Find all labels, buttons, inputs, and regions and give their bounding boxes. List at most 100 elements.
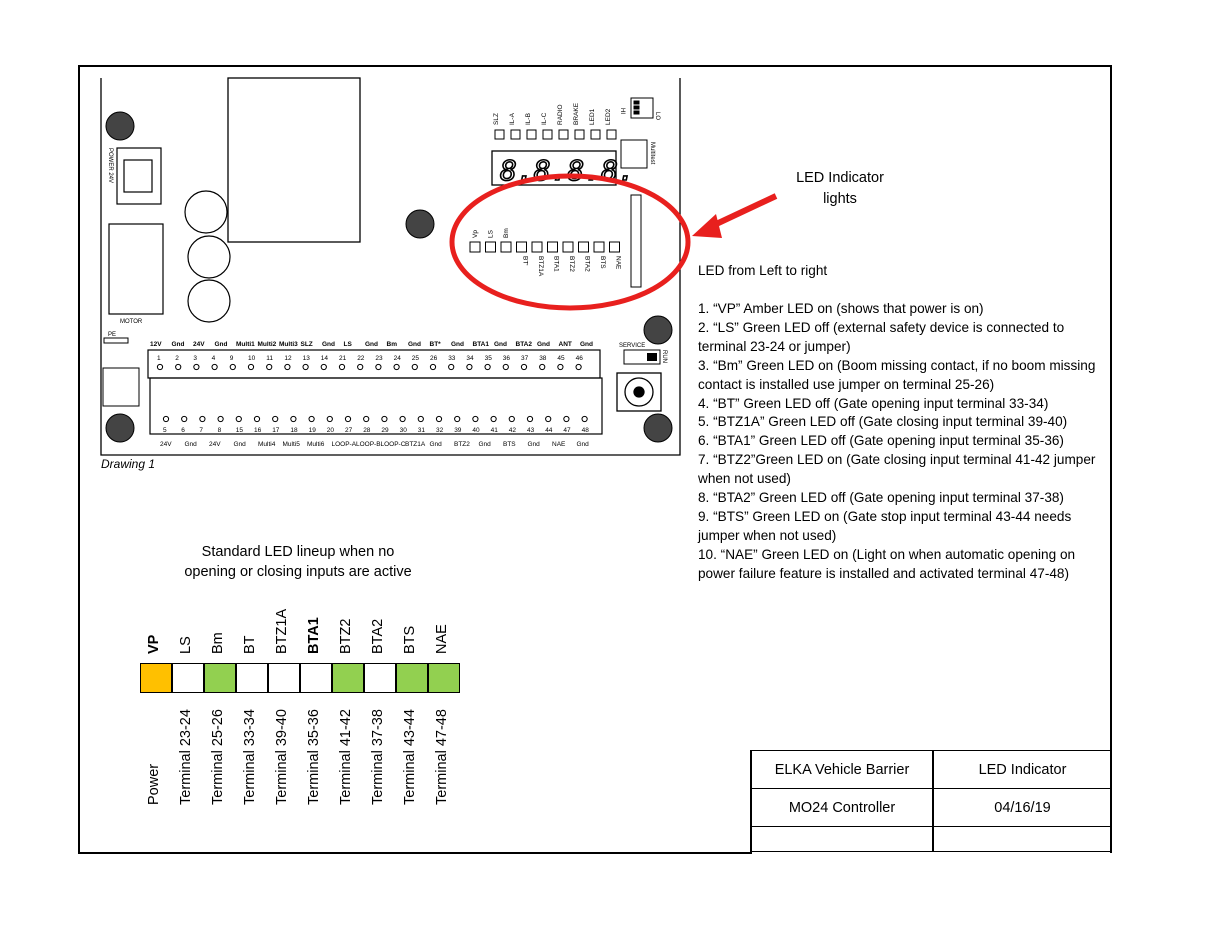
description-item: 3. “Bm” Green LED on (Boom missing conta… — [698, 357, 1096, 392]
top-terminal-name: Gnd — [580, 341, 593, 348]
indicator-led-label: NAE — [615, 256, 622, 270]
top-terminal-number: 2 — [175, 355, 179, 362]
top-terminal-number: 4 — [212, 355, 216, 362]
status-led-label: RADIO — [557, 104, 564, 125]
bottom-terminal-name: Gnd — [185, 441, 198, 448]
lineup-led-name: BTZ2 — [338, 618, 354, 654]
bottom-terminal-name: Multi6 — [307, 441, 325, 448]
lineup-terminal-label: Terminal 47-48 — [434, 709, 450, 805]
bottom-terminal-name: LOOP-C — [381, 441, 406, 448]
status-led-label: LED2 — [605, 108, 612, 125]
bottom-terminal-number: 17 — [272, 427, 280, 434]
lineup-led-name: BTZ1A — [274, 608, 290, 654]
lineup-led-name: BTS — [402, 625, 418, 654]
status-led — [542, 129, 553, 140]
lineup-led-cell — [332, 663, 364, 693]
top-terminal-name: SLZ — [301, 341, 313, 348]
bottom-terminal-name: Multi4 — [258, 441, 276, 448]
indicator-led — [469, 241, 481, 253]
status-led — [574, 129, 585, 140]
bottom-terminal-number: 29 — [381, 427, 389, 434]
status-led — [526, 129, 537, 140]
bottom-terminal-number: 41 — [491, 427, 499, 434]
bottom-terminal-number: 44 — [545, 427, 553, 434]
bottom-terminal-name: LOOP-B — [356, 441, 381, 448]
status-led-label: IL-C — [541, 112, 548, 125]
bottom-terminal-name: NAE — [552, 441, 566, 448]
bottom-terminal-name: Gnd — [234, 441, 247, 448]
motor-label: MOTOR — [120, 319, 143, 325]
top-terminal-name: Multi3 — [279, 341, 298, 348]
indicator-led-label: BTS — [599, 256, 606, 269]
title-block-drawing-title: LED Indicator — [932, 750, 1112, 789]
bottom-terminal-number: 48 — [582, 427, 590, 434]
top-terminal-name: 24V — [193, 341, 205, 348]
title-block-empty-1 — [750, 826, 934, 852]
description-item: 4. “BT” Green LED off (Gate opening inpu… — [698, 395, 1049, 411]
drawing-label: Drawing 1 — [101, 457, 155, 471]
indicator-led-label: BTA1 — [553, 256, 560, 272]
title-block: ELKA Vehicle Barrier LED Indicator MO24 … — [750, 750, 1112, 852]
top-terminal-name: Gnd — [451, 341, 464, 348]
indicator-led — [593, 241, 605, 253]
top-terminal-name: BTA2 — [516, 341, 533, 348]
bottom-terminal-name: Gnd — [430, 441, 443, 448]
top-terminal-number: 13 — [303, 355, 311, 362]
callout-line-1: LED Indicator — [796, 170, 884, 186]
lineup-led-cell — [236, 663, 268, 693]
indicator-led-label: BT' — [522, 256, 529, 266]
top-terminal-number: 25 — [412, 355, 420, 362]
lineup-terminal-label: Terminal 35-36 — [306, 709, 322, 805]
description-item: 10. “NAE” Green LED on (Light on when au… — [698, 546, 1076, 581]
status-led-label: SLZ — [493, 113, 500, 125]
motor-connector — [108, 223, 164, 315]
top-terminal-number: 1 — [157, 355, 161, 362]
bottom-terminal-name: BTZ2 — [454, 441, 470, 448]
bottom-terminal-number: 20 — [327, 427, 335, 434]
top-terminal-number: 33 — [448, 355, 456, 362]
bottom-terminal-number: 5 — [163, 427, 167, 434]
indicator-led — [578, 241, 589, 253]
indicator-led-label: BTA2 — [584, 256, 591, 272]
bottom-terminal-name: 24V — [209, 441, 221, 448]
top-terminal-name: Gnd — [365, 341, 378, 348]
top-terminal-number: 38 — [539, 355, 547, 362]
indicator-led — [531, 241, 543, 253]
lineup-terminal-label: Terminal 37-38 — [370, 709, 386, 805]
indicator-led — [609, 241, 620, 253]
fuse-block — [102, 367, 140, 407]
lineup-led-cell — [396, 663, 428, 693]
description-title: LED from Left to right — [698, 263, 828, 278]
pe-label: PE — [108, 332, 116, 338]
top-terminal-name: Gnd — [215, 341, 228, 348]
service-switch — [623, 349, 661, 365]
status-led-label: LED1 — [589, 108, 596, 125]
lineup-title-line-1: Standard LED lineup when no — [201, 544, 395, 560]
top-terminal-number: 24 — [394, 355, 402, 362]
bottom-terminal-number: 30 — [400, 427, 408, 434]
lineup-led-name: Bm — [210, 632, 226, 654]
bottom-terminal-name: Gnd — [577, 441, 590, 448]
title-block-controller: MO24 Controller — [750, 788, 934, 827]
bottom-terminal-number: 32 — [436, 427, 444, 434]
led-bar-strip — [630, 194, 642, 288]
dip-switch — [630, 97, 654, 119]
pe-terminal — [103, 337, 129, 344]
bottom-terminal-number: 6 — [181, 427, 185, 434]
multitest-label: Multitest — [649, 142, 655, 165]
top-terminal-number: 3 — [193, 355, 197, 362]
lineup-led-cell — [140, 663, 172, 693]
top-terminal-number: 37 — [521, 355, 529, 362]
bottom-terminal-number: 27 — [345, 427, 353, 434]
top-terminal-number: 35 — [485, 355, 493, 362]
lineup-terminal-label: Terminal 39-40 — [274, 709, 290, 805]
lineup-led-name: LS — [178, 636, 194, 654]
title-block-date: 04/16/19 — [932, 788, 1112, 827]
top-terminal-number: 34 — [466, 355, 474, 362]
status-led — [494, 129, 505, 140]
bottom-terminal-name: Gnd — [528, 441, 541, 448]
